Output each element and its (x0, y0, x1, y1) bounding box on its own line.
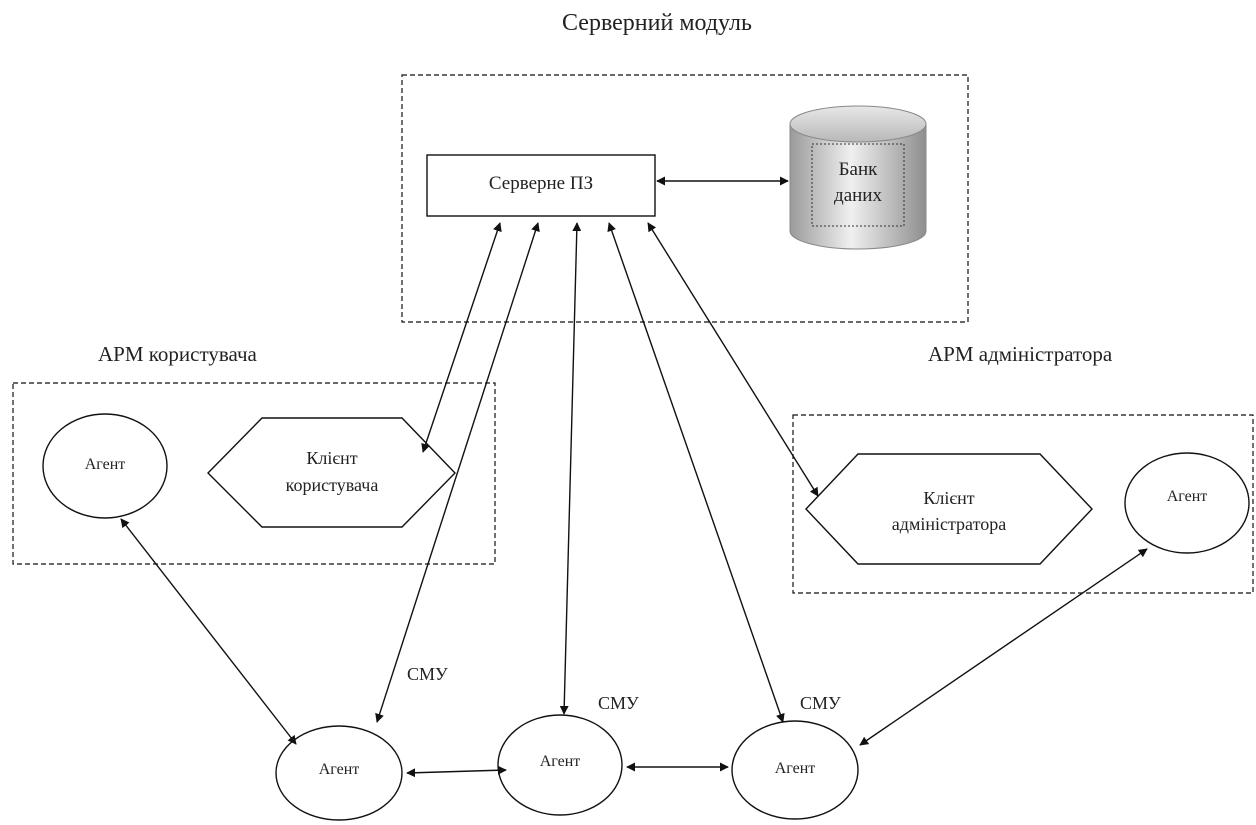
user-client-label-line2: користувача (285, 475, 379, 495)
agent-bottom-middle-label: Агент (539, 753, 581, 770)
arrow-user-agent-bottom-left (120, 518, 297, 745)
agent-bottom-right (731, 720, 859, 820)
arrow-bottom-left-middle (406, 765, 507, 778)
admin-client-hexagon (805, 453, 1093, 565)
server-software-label: Серверне ПЗ (488, 173, 594, 194)
server-software-box (426, 154, 656, 217)
arrow-server-agent-bottom-middle (559, 222, 582, 715)
agent-user-ws (42, 413, 168, 519)
agent-bottom-left-label: Агент (318, 761, 360, 778)
agent-bottom-middle (497, 714, 623, 816)
arrow-admin-agent-bottom-right (859, 548, 1148, 746)
database-label-line1: Банк (838, 159, 878, 180)
database-label-line2: даних (834, 185, 882, 206)
arrow-server-agent-bottom-right (607, 222, 785, 723)
arrow-server-user-client (421, 222, 502, 453)
database-inner-frame (811, 143, 905, 227)
user-workstation-title: АРМ користувача (98, 342, 257, 366)
smu-label-middle: СМУ (598, 693, 639, 713)
arrow-server-agent-bottom-left (375, 222, 540, 723)
database-cylinder (789, 105, 927, 250)
arrow-server-admin-client (647, 222, 819, 497)
admin-workstation-title: АРМ адміністратора (928, 342, 1113, 366)
smu-label-right: СМУ (800, 693, 841, 713)
agent-bottom-right-label: Агент (774, 760, 816, 777)
admin-client-label-line2: адміністратора (891, 514, 1007, 534)
agent-admin-ws (1124, 452, 1250, 554)
user-client-label-line1: Клієнт (306, 448, 358, 468)
server-module-title: Серверний модуль (562, 10, 752, 36)
agent-admin-ws-label: Агент (1166, 488, 1208, 505)
admin-client-label-line1: Клієнт (923, 488, 975, 508)
smu-label-left: СМУ (407, 664, 448, 684)
agent-user-ws-label: Агент (84, 456, 126, 473)
agent-bottom-left (275, 725, 403, 821)
